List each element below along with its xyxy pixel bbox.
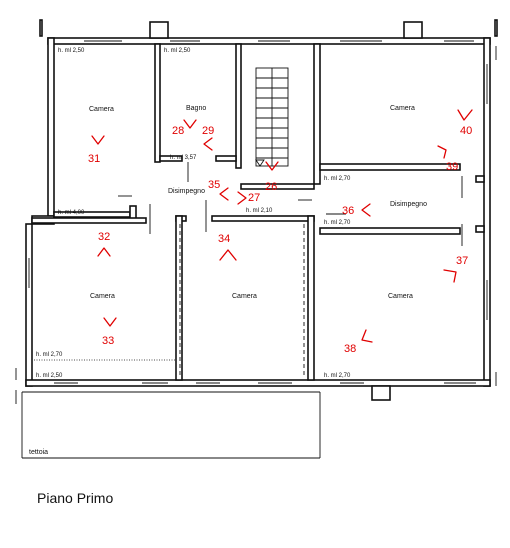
windows [28,40,488,384]
marker-32-chevron [97,247,111,257]
dim-label: h. ml 2,70 [324,220,351,226]
room-label-camera-se: Camera [388,293,413,300]
room-label-camera-ne: Camera [390,105,415,112]
room-label-camera-sw: Camera [90,293,115,300]
room-label-disimpegno-e: Disimpegno [390,201,427,208]
room-label-tettoia: tettoia [29,449,48,456]
room-label-bagno: Bagno [186,105,206,112]
marker-34-number: 34 [218,233,230,245]
dim-label: h. ml 2,70 [36,352,63,358]
marker-32-number: 32 [98,231,110,243]
dim-label: h. ml 2,70 [324,176,351,182]
marker-31-number: 31 [88,153,100,165]
dimension-labels: h. ml 2,50 h. ml 2,50 h. ml 3,57 h. ml 4… [36,48,351,379]
dim-label: h. ml 2,70 [324,373,351,379]
dim-label: h. ml 2,50 [164,48,191,54]
marker-26-number: 26 [265,181,277,193]
photo-markers: 26 27 28 29 31 32 33 34 35 36 37 38 [88,109,473,355]
marker-38-chevron [361,329,373,343]
marker-26-chevron [265,161,279,171]
marker-33-number: 33 [102,335,114,347]
marker-36-chevron [361,203,371,217]
marker-39-chevron [437,145,447,159]
marker-29-chevron [203,137,213,151]
marker-28-number: 28 [172,125,184,137]
marker-37-chevron [443,269,457,283]
marker-38-number: 38 [344,343,356,355]
marker-35-number: 35 [208,179,220,191]
marker-29-number: 29 [202,125,214,137]
tettoia-outline [21,391,321,459]
marker-35-chevron [219,187,229,201]
marker-31-chevron [91,135,105,145]
marker-28-chevron [183,119,197,129]
dim-label: h. ml 2,50 [36,373,63,379]
room-label-camera-nw: Camera [89,106,114,113]
plan-caption: Piano Primo [37,490,114,506]
marker-37-number: 37 [456,255,468,267]
marker-40-chevron [457,109,473,121]
marker-33-chevron [103,317,117,327]
staircase [255,67,289,167]
room-label-camera-s: Camera [232,293,257,300]
corner-ticks [15,46,497,404]
room-label-disimpegno-w: Disimpegno [168,188,205,195]
dim-label: h. ml 2,10 [246,208,273,214]
marker-34-chevron [219,249,237,261]
marker-27-chevron [237,191,247,205]
marker-27-number: 27 [248,192,260,204]
room-labels: Camera Bagno Camera Disimpegno Disimpegn… [29,105,427,456]
door-marks [118,162,463,246]
marker-36-number: 36 [342,205,354,217]
dim-label: h. ml 2,50 [58,48,85,54]
marker-39-number: 39 [446,161,458,173]
marker-40-number: 40 [460,125,472,137]
dim-label: h. ml 4,00 [58,210,85,216]
walls [25,19,498,401]
dim-label: h. ml 3,57 [170,155,197,161]
